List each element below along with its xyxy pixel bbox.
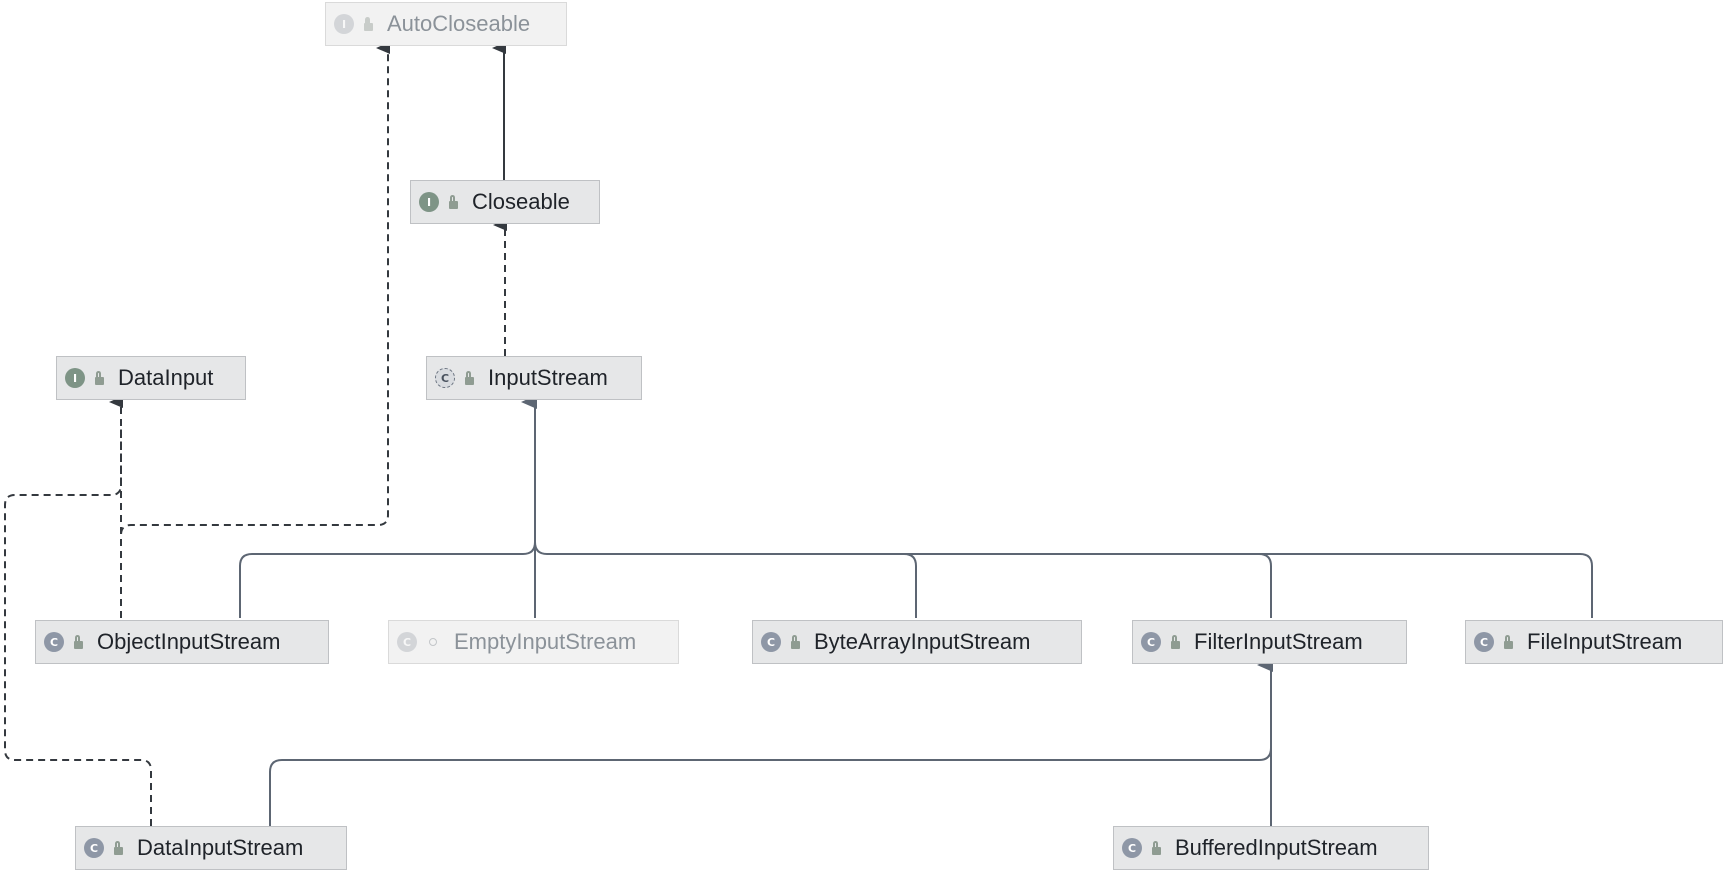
edge-datainputstream-filterinputstream bbox=[269, 747, 1272, 826]
edge-filterinputstream-inputstream bbox=[904, 553, 1272, 618]
node-objectinputstream[interactable]: C ObjectInputStream bbox=[35, 620, 329, 664]
node-autocloseable[interactable]: I AutoCloseable bbox=[325, 2, 567, 46]
class-icon: C bbox=[761, 632, 781, 652]
lock-icon bbox=[791, 634, 800, 649]
lock-icon bbox=[1504, 634, 1513, 649]
edge-bytearrayinputstream-inputstream bbox=[534, 541, 917, 618]
class-icon: C bbox=[1122, 838, 1142, 858]
node-label: BufferedInputStream bbox=[1175, 835, 1378, 860]
class-icon: C bbox=[84, 838, 104, 858]
edge-fileinputstream-inputstream bbox=[1259, 553, 1593, 618]
node-fileinputstream[interactable]: C FileInputStream bbox=[1465, 620, 1723, 664]
node-filterinputstream[interactable]: C FilterInputStream bbox=[1132, 620, 1407, 664]
node-datainput[interactable]: I DataInput bbox=[56, 356, 246, 400]
lock-icon bbox=[114, 840, 123, 855]
lock-icon bbox=[95, 370, 104, 385]
interface-icon: I bbox=[334, 14, 354, 34]
edge-datainputstream-datainput bbox=[4, 420, 152, 826]
node-label: DataInput bbox=[118, 365, 214, 390]
node-inputstream[interactable]: C InputStream bbox=[426, 356, 642, 400]
edge-objectinputstream-autocloseable bbox=[120, 42, 390, 618]
lock-icon bbox=[1152, 840, 1161, 855]
node-label: Closeable bbox=[472, 189, 570, 214]
node-bytearrayinputstream[interactable]: C ByteArrayInputStream bbox=[752, 620, 1082, 664]
node-label: InputStream bbox=[488, 365, 608, 390]
class-icon: C bbox=[397, 632, 417, 652]
node-label: EmptyInputStream bbox=[454, 629, 637, 654]
abstract-class-icon: C bbox=[435, 368, 455, 388]
lock-icon bbox=[364, 16, 373, 31]
node-label: AutoCloseable bbox=[387, 11, 531, 36]
node-closeable[interactable]: I Closeable bbox=[410, 180, 600, 224]
package-private-icon bbox=[429, 638, 437, 646]
node-bufferedinputstream[interactable]: C BufferedInputStream bbox=[1113, 826, 1429, 870]
node-emptyinputstream[interactable]: C EmptyInputStream bbox=[388, 620, 679, 664]
edge-objectinputstream-inputstream bbox=[239, 541, 536, 618]
interface-icon: I bbox=[65, 368, 85, 388]
lock-icon bbox=[1171, 634, 1180, 649]
lock-icon bbox=[449, 194, 458, 209]
interface-icon: I bbox=[419, 192, 439, 212]
node-label: ByteArrayInputStream bbox=[814, 629, 1031, 654]
node-label: FileInputStream bbox=[1527, 629, 1683, 654]
class-icon: C bbox=[44, 632, 64, 652]
node-datainputstream[interactable]: C DataInputStream bbox=[75, 826, 347, 870]
node-label: DataInputStream bbox=[137, 835, 304, 860]
class-icon: C bbox=[1141, 632, 1161, 652]
class-icon: C bbox=[1474, 632, 1494, 652]
lock-icon bbox=[465, 370, 474, 385]
lock-icon bbox=[74, 634, 83, 649]
node-label: FilterInputStream bbox=[1194, 629, 1363, 654]
node-label: ObjectInputStream bbox=[97, 629, 281, 654]
